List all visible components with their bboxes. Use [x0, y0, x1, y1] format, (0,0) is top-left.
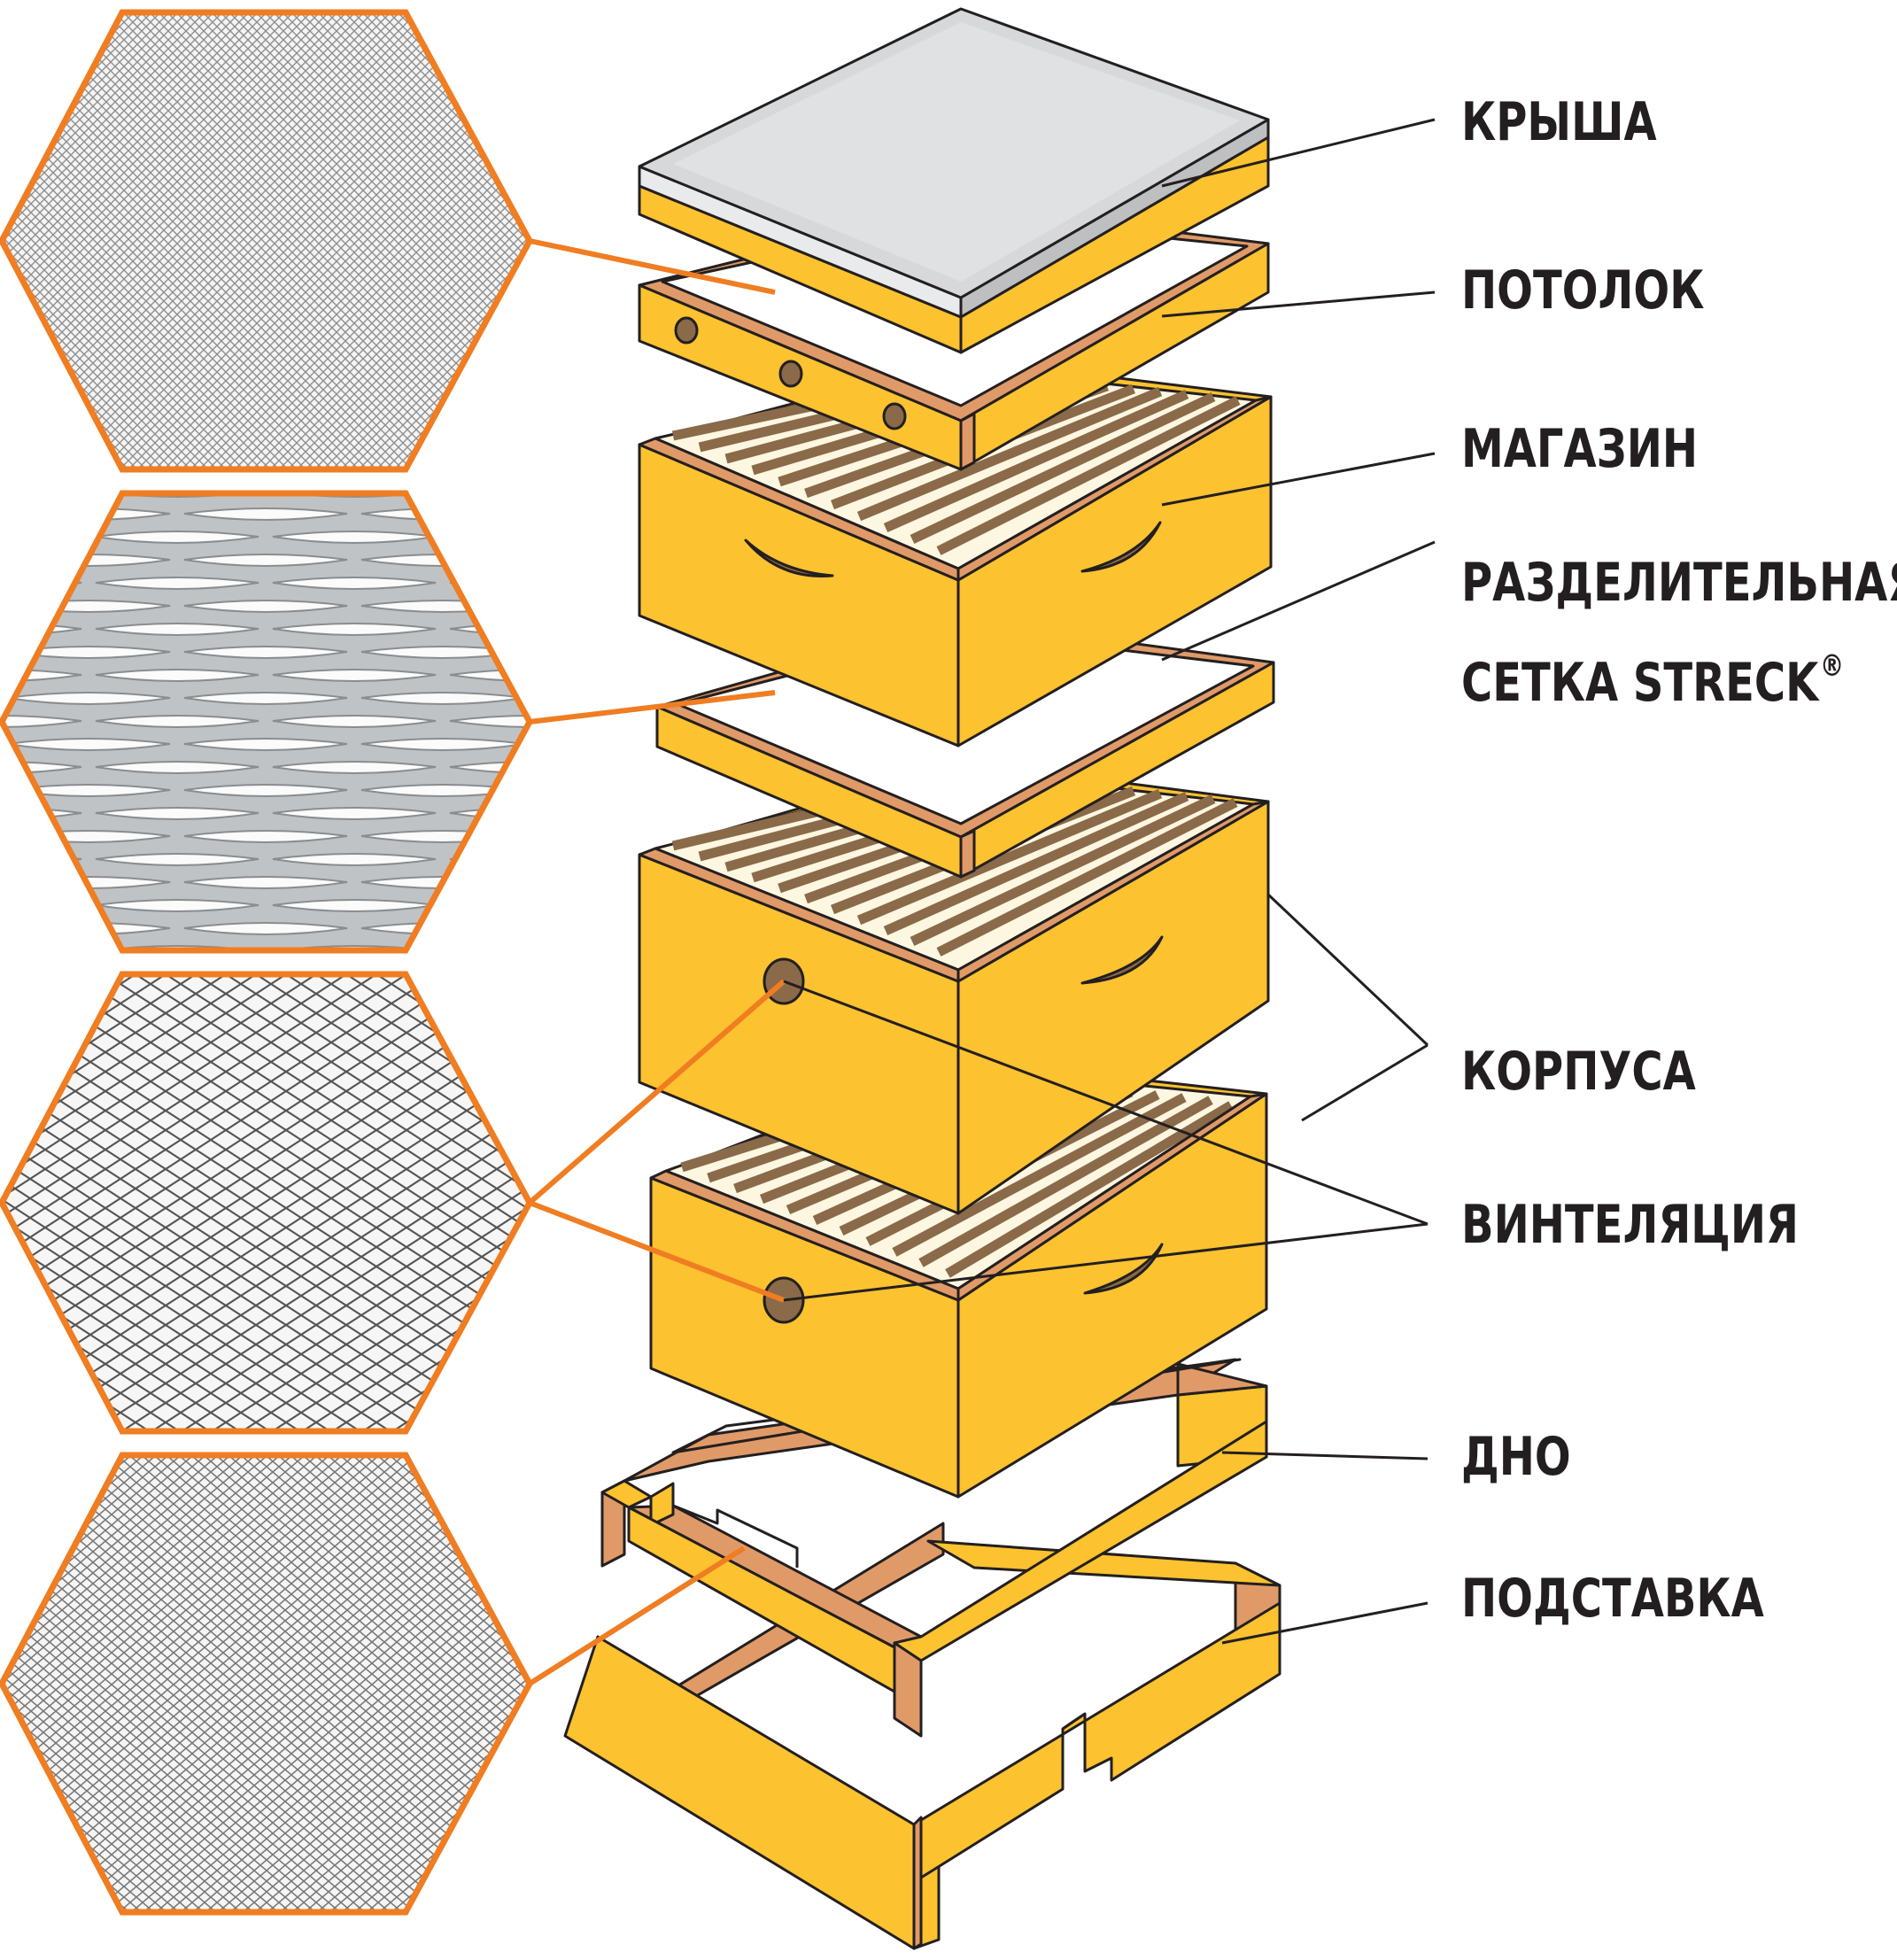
label-stand: ПОДСТАВКА: [1461, 1568, 1764, 1630]
swatch-callouts: [528, 238, 786, 1686]
label-roof: КРЫША: [1461, 91, 1657, 153]
label-separator-text: СЕТКА STRECK: [1461, 652, 1819, 714]
label-bodies: КОРПУСА: [1461, 1041, 1696, 1103]
fine-diamond-mesh-swatch: [0, 1452, 533, 1916]
expanded-metal-swatch: [0, 490, 533, 954]
label-ventilation: ВИНТЕЛЯЦИЯ: [1461, 1194, 1799, 1256]
registered-mark: ®: [1819, 648, 1845, 684]
wire-diamond-mesh-swatch: [0, 971, 533, 1435]
stand: [563, 1522, 1281, 1950]
label-separator-line1: РАЗДЕЛИТЕЛЬНАЯ: [1461, 552, 1897, 614]
roof: [638, 7, 1270, 354]
label-separator-line2: СЕТКА STRECK®: [1461, 651, 1844, 709]
label-leaders: [783, 118, 1436, 1645]
label-bottom: ДНО: [1461, 1426, 1571, 1488]
label-ceiling: ПОТОЛОК: [1461, 260, 1705, 322]
fine-mesh-swatch: [0, 9, 533, 473]
label-super: МАГАЗИН: [1461, 418, 1699, 480]
